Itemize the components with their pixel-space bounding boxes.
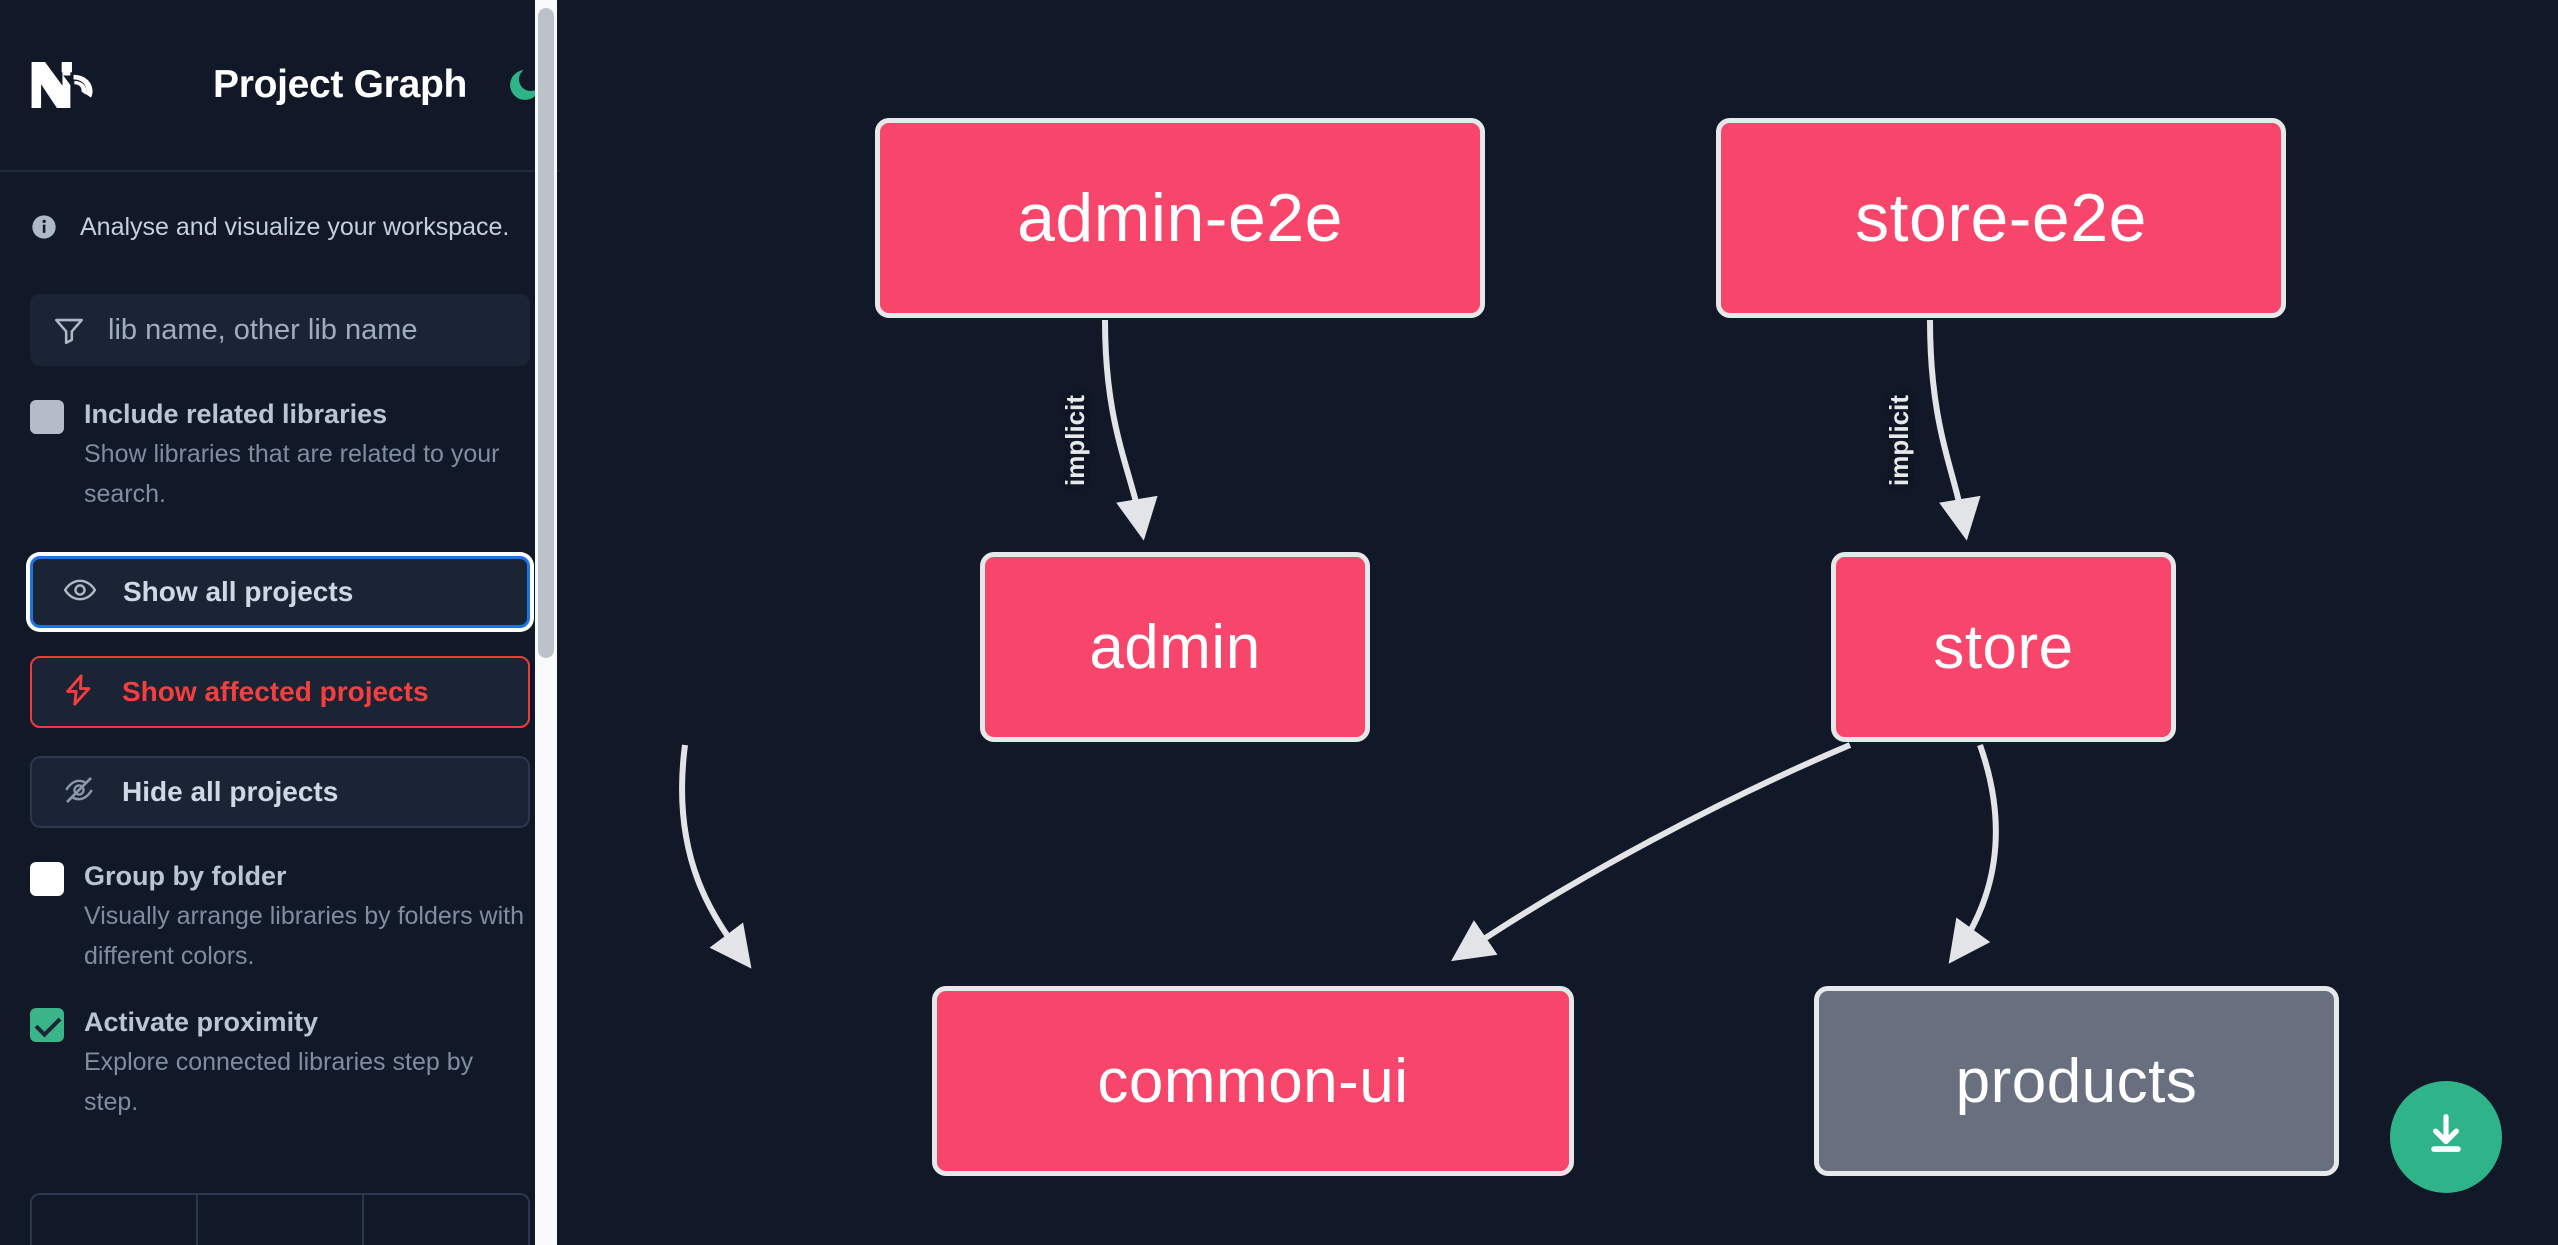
projects-button-group: Show all projects Show affected projects [0, 556, 560, 828]
option-activate-proximity[interactable]: Activate proximity Explore connected lib… [0, 1002, 560, 1122]
option-description: Visually arrange libraries by folders wi… [84, 902, 525, 970]
node-label: admin [1089, 612, 1261, 682]
moon-icon[interactable] [503, 63, 547, 107]
segment-1[interactable] [32, 1195, 198, 1245]
graph-canvas[interactable]: admin-e2e store-e2e admin store common-u… [560, 0, 2558, 1245]
eye-icon [63, 573, 97, 612]
graph-node-store[interactable]: store [1831, 552, 2176, 742]
option-title: Activate proximity [84, 1007, 319, 1037]
edge-store-products [1948, 744, 1999, 964]
page-title: Project Graph [213, 63, 467, 106]
option-title: Include related libraries [84, 399, 388, 429]
sidebar-header: Project Graph [0, 0, 560, 172]
node-label: products [1955, 1046, 2198, 1116]
proximity-step-segmented-control[interactable] [30, 1193, 530, 1245]
sidebar-scrollbar-thumb[interactable] [538, 8, 554, 658]
group-by-folder-checkbox[interactable] [30, 862, 64, 896]
show-all-projects-button[interactable]: Show all projects [30, 556, 530, 628]
node-label: store [1933, 612, 2074, 682]
hide-all-projects-button[interactable]: Hide all projects [30, 756, 530, 828]
graph-node-products[interactable]: products [1814, 986, 2339, 1176]
lightning-icon [62, 673, 96, 712]
edge-admin-e2e-admin [1102, 319, 1158, 541]
edge-store-common-ui [1451, 742, 1852, 962]
download-icon [2420, 1109, 2472, 1166]
show-affected-projects-label: Show affected projects [122, 676, 429, 707]
workspace-info-text: Analyse and visualize your workspace. [80, 212, 510, 241]
segment-3[interactable] [364, 1195, 528, 1245]
show-all-projects-label: Show all projects [123, 576, 354, 607]
edge-store-e2e-store [1927, 319, 1981, 541]
graph-node-admin[interactable]: admin [980, 552, 1370, 742]
option-description: Show libraries that are related to your … [84, 440, 500, 508]
option-include-related-libraries[interactable]: Include related libraries Show libraries… [0, 394, 560, 514]
download-graph-button[interactable] [2390, 1081, 2502, 1193]
hide-all-projects-label: Hide all projects [122, 776, 339, 807]
search-input[interactable] [108, 294, 530, 366]
search-field[interactable] [30, 294, 530, 366]
segment-2[interactable] [198, 1195, 364, 1245]
edge-admin-common-ui [679, 744, 752, 969]
filter-icon [30, 294, 108, 366]
node-label: admin-e2e [1017, 180, 1343, 256]
graph-node-admin-e2e[interactable]: admin-e2e [875, 118, 1485, 318]
nx-logo-icon [30, 55, 125, 115]
option-group-by-folder[interactable]: Group by folder Visually arrange librari… [0, 856, 560, 976]
eye-off-icon [62, 773, 96, 812]
sidebar: Project Graph Analyse and visualize yo [0, 0, 560, 1245]
node-label: common-ui [1097, 1046, 1409, 1116]
edge-label-implicit-store: implicit [1884, 394, 1915, 487]
option-title: Group by folder [84, 861, 287, 891]
option-description: Explore connected libraries step by step… [84, 1048, 474, 1116]
info-circle-icon [30, 213, 58, 241]
node-label: store-e2e [1855, 180, 2147, 256]
sidebar-scrollbar[interactable] [535, 0, 557, 1245]
edge-label-implicit-admin: implicit [1060, 394, 1091, 487]
graph-node-common-ui[interactable]: common-ui [932, 986, 1574, 1176]
show-affected-projects-button[interactable]: Show affected projects [30, 656, 530, 728]
graph-node-store-e2e[interactable]: store-e2e [1716, 118, 2286, 318]
workspace-info: Analyse and visualize your workspace. [0, 182, 560, 272]
graph-edges [679, 319, 1999, 969]
activate-proximity-checkbox[interactable] [30, 1008, 64, 1042]
include-related-libraries-checkbox[interactable] [30, 400, 64, 434]
